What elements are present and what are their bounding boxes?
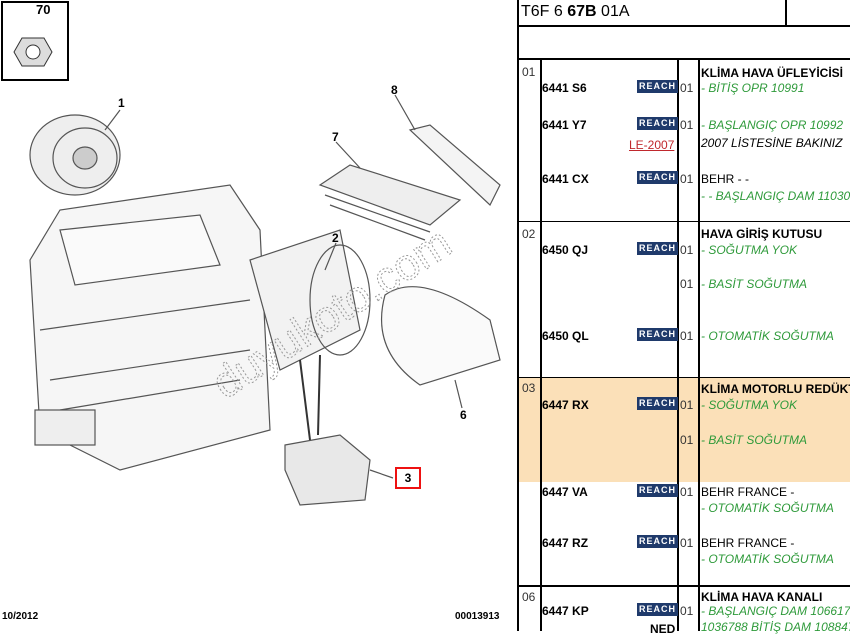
reach-badge: REACH <box>637 603 679 616</box>
group-index: 03 <box>522 381 536 395</box>
group-title: KLİMA MOTORLU REDÜKTÖR <box>701 382 850 396</box>
description: - BASİT SOĞUTMA <box>701 277 808 291</box>
part-number[interactable]: 6450 QL <box>542 329 589 343</box>
description: - - BAŞLANGIÇ DAM 11030 <box>701 189 850 203</box>
box-label: 70 <box>36 2 51 17</box>
description: - OTOMATİK SOĞUTMA <box>701 329 834 343</box>
description: BEHR FRANCE - <box>701 536 795 550</box>
reach-badge: REACH <box>637 171 679 184</box>
quantity: 01 <box>680 536 694 550</box>
description: - BAŞLANGIÇ OPR 10992 <box>701 118 844 132</box>
description: - SOĞUTMA YOK <box>701 398 798 412</box>
reach-badge: REACH <box>637 397 679 410</box>
callout-7: 7 <box>332 130 339 144</box>
description: BEHR - - <box>701 172 749 186</box>
note: NED <box>650 622 676 636</box>
part-number[interactable]: 6441 S6 <box>542 81 587 95</box>
quantity: 01 <box>680 433 694 447</box>
parts-diagram: duyukoto.com 70 1 8 7 2 6 3 10/2012 0001… <box>1 1 501 622</box>
reach-badge: REACH <box>637 117 679 130</box>
callout-2: 2 <box>332 231 339 245</box>
callout-8: 8 <box>391 83 398 97</box>
description: BEHR FRANCE - <box>701 485 795 499</box>
exploded-view-drawing: duyukoto.com <box>1 1 501 506</box>
parts-table: T6F 6 67B 01A 01 KLİMA HAVA ÜFLEYİCİSİ 6… <box>517 0 850 636</box>
callout-6: 6 <box>460 408 467 422</box>
quantity: 01 <box>680 485 694 499</box>
reach-badge: REACH <box>637 484 679 497</box>
part-number[interactable]: 6447 RX <box>542 398 589 412</box>
part-number[interactable]: 6447 VA <box>542 485 588 499</box>
description: - BİTİŞ OPR 10991 <box>701 81 805 95</box>
quantity: 01 <box>680 172 694 186</box>
description: 1036788 BİTİŞ DAM 108847 <box>701 620 850 634</box>
footer-date: 10/2012 <box>2 611 39 622</box>
catalog-code: T6F 6 67B 01A <box>521 3 630 20</box>
part-number[interactable]: 6447 RZ <box>542 536 589 550</box>
quantity: 01 <box>680 398 694 412</box>
group-index: 01 <box>522 65 536 79</box>
quantity: 01 <box>680 277 694 291</box>
quantity: 01 <box>680 604 694 618</box>
group-index: 02 <box>522 227 536 241</box>
quantity: 01 <box>680 118 694 132</box>
quantity: 01 <box>680 243 694 257</box>
part-number[interactable]: 6450 QJ <box>542 243 589 257</box>
reach-badge: REACH <box>637 80 679 93</box>
reach-badge: REACH <box>637 242 679 255</box>
callout-3-highlighted[interactable]: 3 <box>395 467 421 489</box>
description: - SOĞUTMA YOK <box>701 243 798 257</box>
callout-1: 1 <box>118 96 125 110</box>
group-title: HAVA GİRİŞ KUTUSU <box>701 227 823 241</box>
description: 2007 LİSTESİNE BAKINIZ <box>701 136 843 150</box>
part-number[interactable]: 6441 Y7 <box>542 118 587 132</box>
quantity: 01 <box>680 81 694 95</box>
selected-group-highlight <box>517 378 850 482</box>
group-title: KLİMA HAVA ÜFLEYİCİSİ <box>701 66 843 80</box>
description: - OTOMATİK SOĞUTMA <box>701 501 834 515</box>
part-number[interactable]: 6447 KP <box>542 604 589 618</box>
description: - BASİT SOĞUTMA <box>701 433 808 447</box>
description: - OTOMATİK SOĞUTMA <box>701 552 834 566</box>
description: - BAŞLANGIÇ DAM 106617 <box>701 604 850 618</box>
quantity: 01 <box>680 329 694 343</box>
group-title: KLİMA HAVA KANALI <box>701 590 823 604</box>
reach-badge: REACH <box>637 535 679 548</box>
part-number[interactable]: 6441 CX <box>542 172 589 186</box>
group-index: 06 <box>522 590 536 604</box>
footer-code: 00013913 <box>455 611 500 622</box>
list-link[interactable]: LE-2007 <box>629 138 675 152</box>
reach-badge: REACH <box>637 328 679 341</box>
